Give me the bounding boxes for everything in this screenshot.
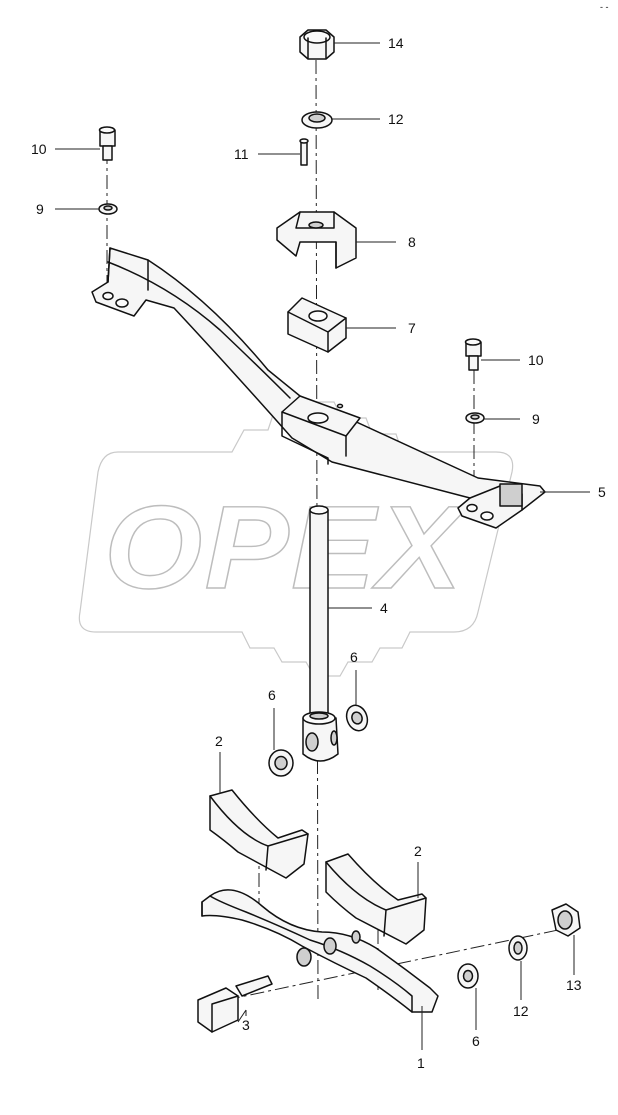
watermark-gear-outline [78,401,514,677]
part-10-bolt-left [98,126,116,161]
callout-10-left: 10 [31,141,47,157]
opex-watermark: OPEX [78,401,514,677]
part-8-u-bracket [276,211,357,269]
callout-7: 7 [408,320,416,336]
part-9-washer-right [465,412,485,424]
callout-2-right: 2 [414,843,422,859]
part-6-washer-upper-left [268,749,294,777]
callout-6-upper-right: 6 [350,649,358,665]
callout-8: 8 [408,234,416,250]
leader-lines [55,42,590,1050]
part-5-crossbeam [91,247,546,529]
callout-14: 14 [388,35,404,51]
callout-2-left: 2 [215,733,223,749]
watermark-text: OPEX [104,482,469,614]
callout-10-right: 10 [528,352,544,368]
callout-11: 11 [234,146,249,162]
part-12-spring-washer-top [301,111,333,129]
callout-9-right: 9 [532,411,540,427]
part-11-pin [299,138,309,166]
part-7-block [287,297,347,353]
part-10-bolt-right [464,338,482,371]
part-6-washer-upper-right [345,704,369,732]
callout-3: 3 [242,1017,250,1033]
part-2-saddle-right [325,853,427,945]
part-2-saddle-left [209,789,309,879]
callout-13: 13 [566,977,582,993]
part-13-nut [551,903,581,937]
corner-mark: - - [600,2,609,12]
callout-4: 4 [380,600,388,616]
callout-9-left: 9 [36,201,44,217]
callout-labels: 14 12 11 10 9 8 7 10 9 5 4 6 6 2 2 13 12… [31,2,609,1071]
callout-12-bottom: 12 [513,1003,529,1019]
callout-5: 5 [598,484,606,500]
callout-6-upper-left: 6 [268,687,276,703]
part-4-shaft [302,505,339,762]
part-3-bolt [197,975,273,1033]
part-1-base-plate [201,889,439,1013]
part-6-washer-bottom [457,963,479,989]
part-14-nut [299,29,335,60]
callout-6-bottom: 6 [472,1033,480,1049]
part-9-washer-left [98,203,118,215]
part-12-spring-washer-bottom [508,935,528,961]
callout-1: 1 [417,1055,425,1071]
callout-12-top: 12 [388,111,404,127]
